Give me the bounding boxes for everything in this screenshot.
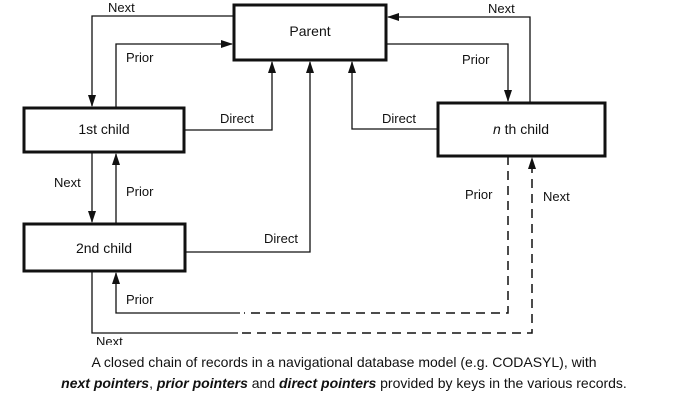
caption-term-direct-pointers: direct pointers — [279, 375, 377, 391]
prior-label-nth: Prior — [465, 187, 493, 202]
prior-label-bottom: Prior — [126, 292, 154, 307]
caption-sep-1: , — [149, 375, 157, 391]
second-child-node: 2nd child — [22, 222, 187, 273]
caption-term-next-pointers: next pointers — [61, 375, 150, 391]
caption-line-1: A closed chain of records in a navigatio… — [91, 354, 597, 370]
first-child-label: 1st child — [78, 121, 129, 137]
prior-pointer-parent-to-nth: Prior — [386, 43, 512, 102]
caption-tail: provided by keys in the various records. — [376, 375, 627, 391]
direct-pointer-second-to-parent: Direct — [185, 61, 314, 253]
next-label-nth: Next — [543, 189, 570, 204]
direct-label-second: Direct — [264, 231, 298, 246]
prior-pointer-bottom: Prior Prior — [112, 156, 509, 314]
prior-label-second-first: Prior — [126, 184, 154, 199]
next-pointer-bottom: Next Next — [91, 157, 570, 345]
direct-pointer-nth-to-parent: Direct — [348, 61, 438, 130]
caption-sep-2: and — [247, 375, 279, 391]
first-child-node: 1st child — [22, 106, 186, 154]
prior-pointer-second-to-first: Prior — [112, 153, 154, 224]
navigational-chain-diagram: Parent 1st child n th child 2nd child Ne… — [22, 0, 607, 345]
nth-child-node: n th child — [436, 101, 607, 158]
direct-label-nth: Direct — [382, 111, 416, 126]
prior-pointer-first-to-parent: Prior — [115, 40, 233, 108]
parent-node: Parent — [232, 3, 388, 62]
caption-line-2: next pointers, prior pointers and direct… — [0, 373, 688, 394]
nth-child-label: n th child — [493, 121, 549, 137]
next-pointer-nth-to-parent: Next — [387, 1, 531, 103]
prior-label-top-right: Prior — [462, 52, 490, 67]
parent-label: Parent — [289, 23, 330, 39]
next-label-bottom: Next — [96, 334, 123, 345]
figure-caption: A closed chain of records in a navigatio… — [0, 352, 688, 394]
direct-pointer-first-to-parent: Direct — [184, 61, 276, 131]
next-label-top-left: Next — [108, 0, 135, 15]
next-pointer-parent-to-first: Next — [88, 0, 234, 107]
nth-child-n: n — [493, 121, 501, 137]
next-pointer-first-to-second: Next — [54, 152, 96, 223]
direct-label-first: Direct — [220, 111, 254, 126]
second-child-label: 2nd child — [76, 240, 132, 256]
next-label-top-right: Next — [488, 1, 515, 16]
next-label-first-second: Next — [54, 175, 81, 190]
prior-label-top-left: Prior — [126, 50, 154, 65]
caption-term-prior-pointers: prior pointers — [156, 375, 248, 391]
nth-child-rest: th child — [501, 121, 549, 137]
